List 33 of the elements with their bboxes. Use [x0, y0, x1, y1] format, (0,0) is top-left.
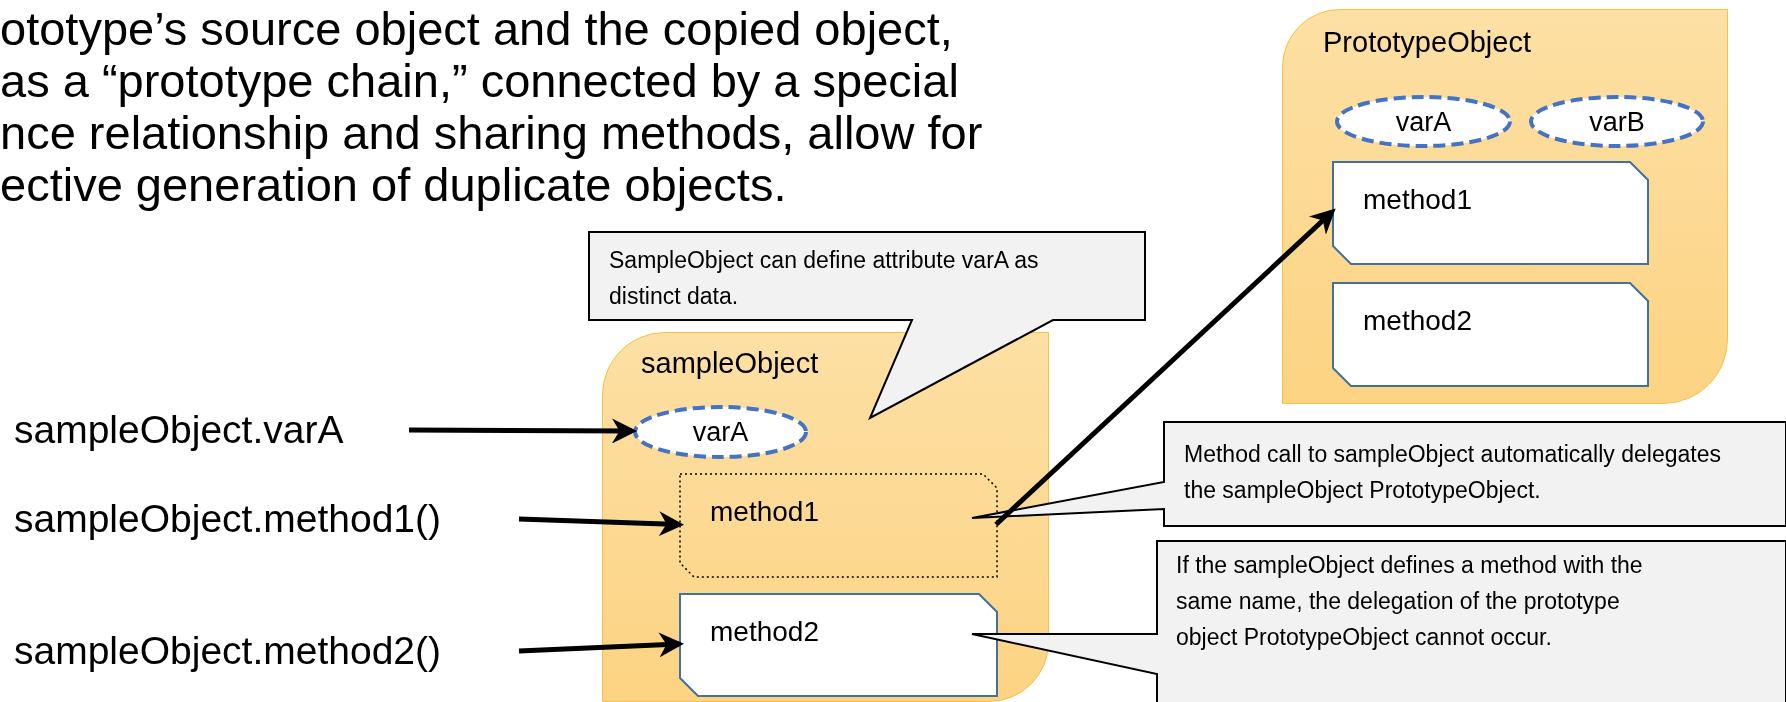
- callout-tooltip: [970, 422, 1786, 526]
- method-label: method2: [710, 616, 819, 648]
- method-box: [1333, 162, 1648, 264]
- attribute-ellipse: [633, 405, 808, 459]
- attribute-label: varB: [1588, 106, 1646, 137]
- method-box: [680, 594, 997, 696]
- arrow: [409, 418, 637, 444]
- callout-tooltip: [589, 232, 1145, 420]
- callout-tooltip: [970, 541, 1786, 702]
- intro-text: nce relationship and sharing methods, allow for: [0, 107, 983, 159]
- method-label: method1: [1363, 184, 1472, 216]
- attribute-ellipse: [1335, 95, 1512, 148]
- object-title: sampleObject: [641, 347, 819, 380]
- call-expression: sampleObject.method2(): [14, 626, 519, 676]
- method-box: [680, 474, 997, 577]
- callout-text: If the sampleObject defines a method with the same name, the delegation of the prototype object PrototypeObject cannot occur.: [1176, 551, 1644, 652]
- arrow: [518, 511, 684, 537]
- intro-text: ective generation of duplicate objects.: [0, 159, 787, 211]
- method-label: method2: [1363, 305, 1472, 337]
- intro-text: ototype’s source object and the copied object,: [0, 3, 953, 55]
- intro-text: as a “prototype chain,” connected by a special: [0, 55, 959, 107]
- callout-text: Method call to sampleObject automatically delegates the sampleObject PrototypeObject.: [1184, 440, 1722, 505]
- method-box: [1333, 283, 1648, 386]
- object-title: PrototypeObject: [1323, 26, 1531, 59]
- call-expression: sampleObject.method1(): [14, 494, 519, 544]
- attribute-label: varA: [691, 416, 750, 448]
- arrow: [518, 632, 684, 658]
- attribute-label: varA: [1394, 106, 1453, 137]
- object-panel: [1282, 9, 1728, 404]
- call-expression: sampleObject.varA: [14, 405, 409, 455]
- method-label: method1: [710, 496, 819, 528]
- callout-text: SampleObject can define attribute varA as distinct data.: [609, 246, 1040, 311]
- attribute-ellipse: [1529, 95, 1705, 148]
